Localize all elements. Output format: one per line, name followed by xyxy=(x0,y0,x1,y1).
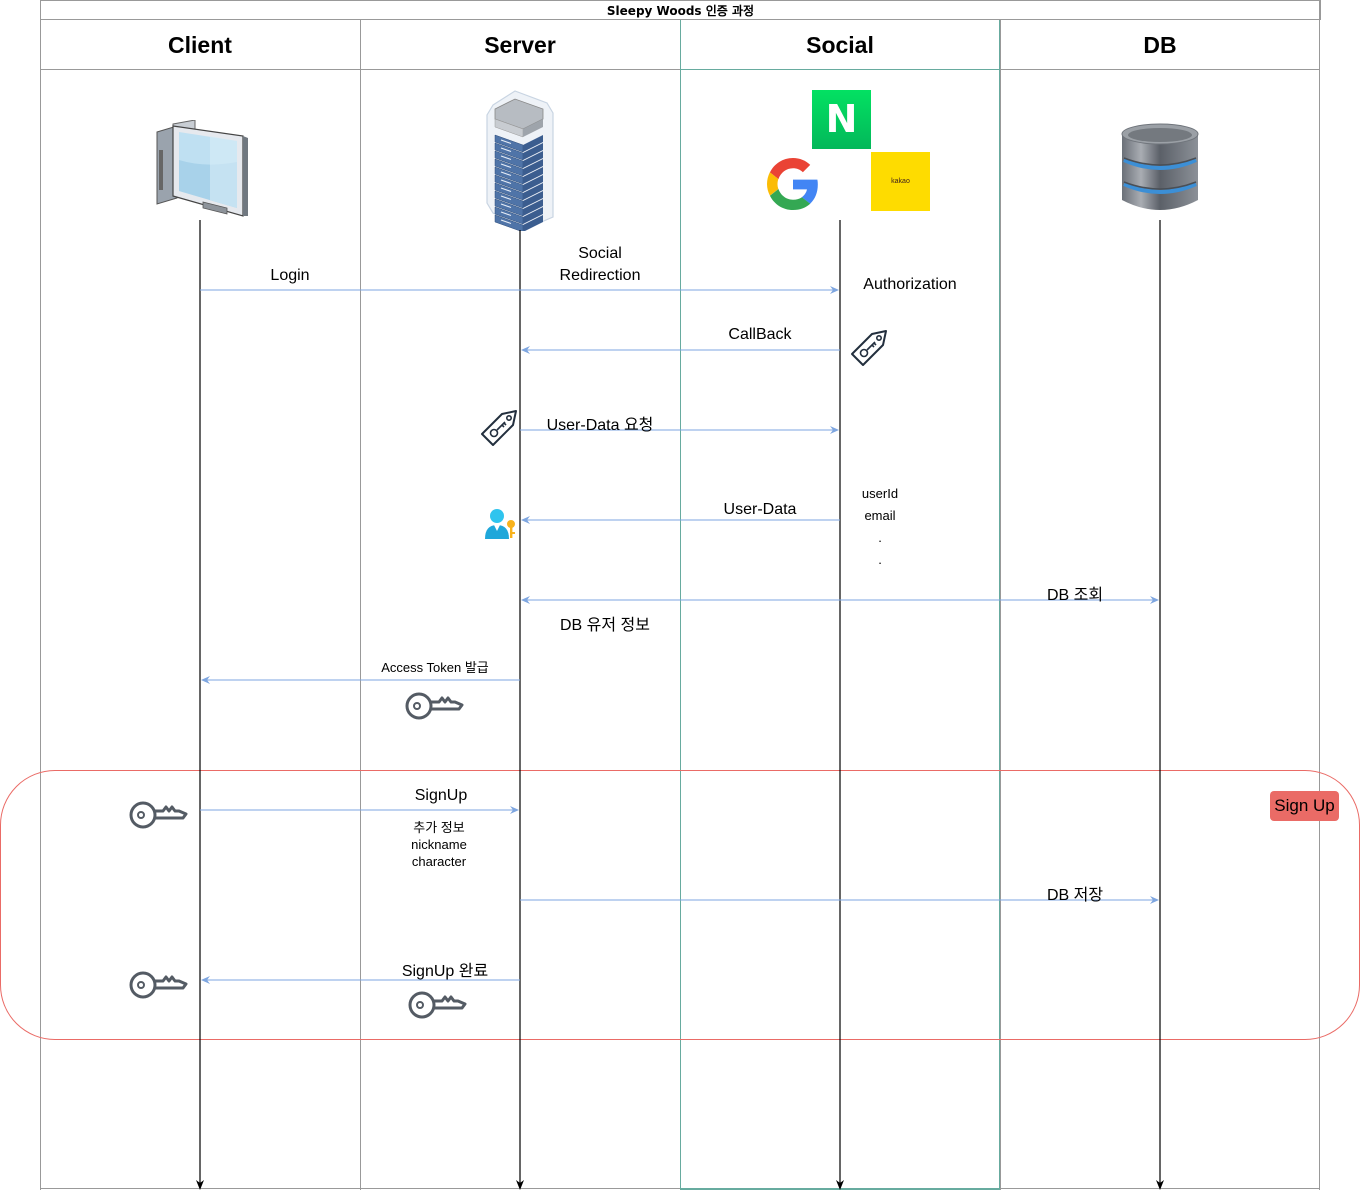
kakao-logo-icon: kakao xyxy=(871,152,930,211)
lifeline-client-arrowhead xyxy=(196,1180,204,1190)
label-db-save: DB 저장 xyxy=(1046,887,1104,904)
label-social-redirection-2: Redirection xyxy=(559,267,641,284)
server-rack-led xyxy=(500,187,512,192)
user-key-icon xyxy=(485,509,515,539)
label-login: Login xyxy=(270,267,310,284)
server-rack-led xyxy=(500,171,512,176)
server-rack-unit-side xyxy=(523,183,543,200)
signup-extra-character: character xyxy=(411,854,467,869)
server-rack-unit-side xyxy=(523,143,543,160)
label-access-token: Access Token 발급 xyxy=(381,660,489,675)
lifeline-server-arrowhead xyxy=(516,1180,524,1190)
label-social-redirection-1: Social xyxy=(578,245,622,262)
key-icon xyxy=(408,991,467,1019)
server-rack-unit-side xyxy=(523,151,543,168)
server-rack-led xyxy=(500,179,512,184)
server-rack-icon xyxy=(486,90,554,231)
server-rack-unit-side xyxy=(523,167,543,184)
server-rack-unit-side xyxy=(523,191,543,208)
server-rack-led xyxy=(500,163,512,168)
naver-logo-icon: N xyxy=(812,90,871,149)
server-rack-unit-side xyxy=(523,175,543,192)
server-rack-unit-side xyxy=(523,135,543,152)
label-db-lookup: DB 조회 xyxy=(1046,587,1104,604)
lane-client xyxy=(40,20,360,1190)
server-rack-led xyxy=(500,155,512,160)
label-callback: CallBack xyxy=(728,326,792,343)
signup-group-box xyxy=(0,770,1360,1040)
server-rack-led xyxy=(500,139,512,144)
google-logo-icon xyxy=(767,158,818,210)
lifeline-social-arrowhead xyxy=(836,1180,844,1190)
database-icon xyxy=(1121,123,1199,210)
server-rack-led xyxy=(500,147,512,152)
server-rack-unit-side xyxy=(523,159,543,176)
label-signup-complete: SignUp 완료 xyxy=(401,963,489,980)
user-data-field-userid: userId xyxy=(861,486,899,501)
lane-db xyxy=(1000,20,1320,1190)
user-data-field-ellipsis-2: . xyxy=(878,552,882,567)
signup-extra-title: 추가 정보 xyxy=(413,820,465,835)
label-user-data-request: User-Data 요청 xyxy=(546,417,654,434)
key-icon xyxy=(129,801,188,829)
diagram-title: Sleepy Woods 인증 과정 xyxy=(40,0,1321,20)
key-icon xyxy=(129,971,188,999)
server-rack-led xyxy=(500,219,512,224)
label-user-data: User-Data xyxy=(723,501,797,518)
server-rack-unit-side xyxy=(523,207,543,224)
lane-header-social: Social xyxy=(680,20,1000,70)
signup-extra-nickname: nickname xyxy=(411,837,467,852)
lifeline-db-arrowhead xyxy=(1156,1180,1164,1190)
server-rack-led xyxy=(500,211,512,216)
server-rack-led xyxy=(500,195,512,200)
tag-key-icon xyxy=(851,330,887,366)
label-signup: SignUp xyxy=(414,787,468,804)
label-authorization: Authorization xyxy=(863,276,957,293)
user-data-field-ellipsis-1: . xyxy=(878,530,882,545)
signup-group-label: Sign Up xyxy=(1270,791,1339,821)
computer-icon xyxy=(156,120,248,217)
tag-key-icon xyxy=(481,410,517,446)
lane-header-db: DB xyxy=(1000,20,1320,70)
server-rack-led xyxy=(500,203,512,208)
user-data-field-email: email xyxy=(864,508,896,523)
lane-header-client: Client xyxy=(40,20,360,70)
server-rack-unit-side xyxy=(523,215,543,231)
lane-server xyxy=(360,20,680,1190)
label-db-user-info: DB 유저 정보 xyxy=(560,617,650,634)
key-icon xyxy=(405,692,464,720)
server-rack-unit-side xyxy=(523,199,543,216)
lane-header-server: Server xyxy=(360,20,680,70)
